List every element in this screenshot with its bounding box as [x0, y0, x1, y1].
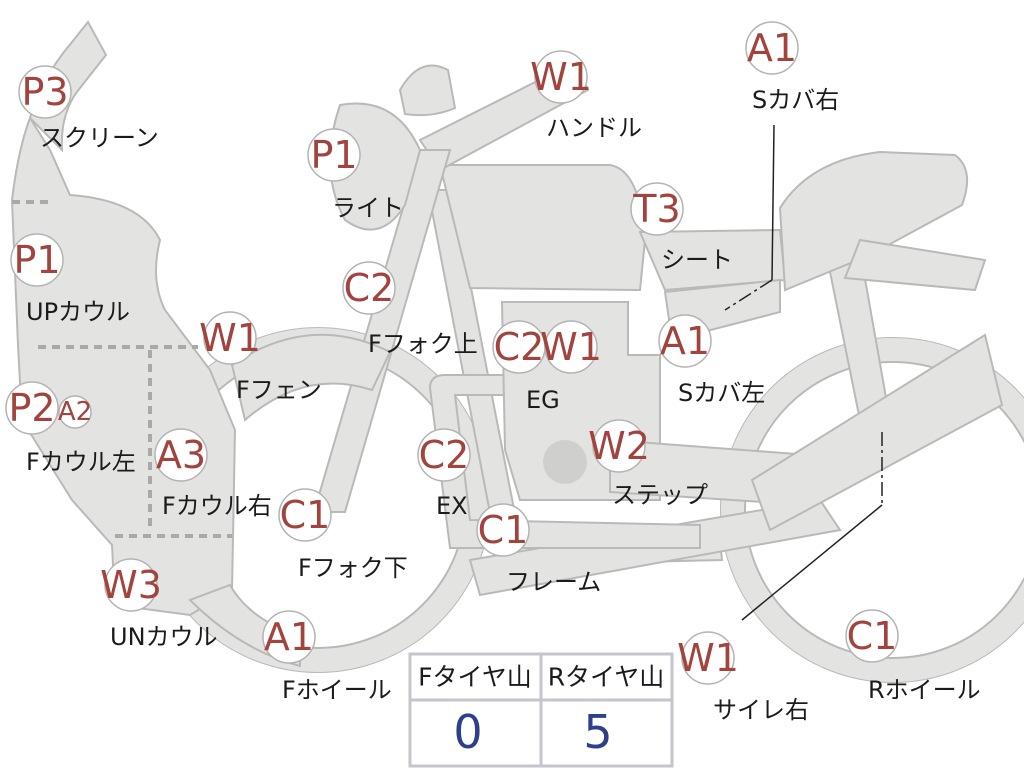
- part-code: W1: [530, 55, 592, 99]
- silencer-shape: [750, 333, 1004, 532]
- part-handle[interactable]: W1 ハンドル: [530, 50, 642, 142]
- part-code: C1: [478, 508, 529, 552]
- part-f-wheel[interactable]: A1 Fホイール: [262, 610, 392, 704]
- part-label: Rホイール: [868, 676, 981, 704]
- fairing-shape: [10, 115, 237, 617]
- part-f-cowl-right[interactable]: A3 Fカウル右: [154, 428, 272, 520]
- part-r-wheel[interactable]: C1 Rホイール: [845, 609, 981, 704]
- part-code: A1: [660, 319, 710, 363]
- part-side-cover-left[interactable]: A1 Sカバ左: [658, 314, 765, 407]
- front-tire-value[interactable]: 0: [453, 705, 482, 759]
- engine-cover-shape: [543, 440, 587, 484]
- part-label: スクリーン: [40, 124, 159, 152]
- part-label: シート: [661, 246, 733, 274]
- part-un-cowl[interactable]: W3 UNカウル: [100, 558, 218, 651]
- part-code: C2: [419, 433, 470, 477]
- part-light[interactable]: P1 ライト: [307, 128, 404, 222]
- part-up-cowl[interactable]: P1 UPカウル: [10, 233, 130, 326]
- part-code: C1: [280, 493, 331, 537]
- leader-side-cover-right-dashed: [724, 279, 773, 311]
- tire-tread-table: Fタイヤ山 Rタイヤ山 0 5: [408, 652, 674, 768]
- part-code: A3: [156, 433, 206, 477]
- part-label: Sカバ左: [678, 379, 765, 407]
- part-f-cowl-left[interactable]: P2 A2 Fカウル左: [5, 381, 136, 476]
- part-silencer-right[interactable]: W1 サイレ右: [677, 631, 809, 724]
- fork-shape: [312, 149, 452, 513]
- rear-grab-shape: [843, 238, 987, 292]
- mirror-shape: [398, 64, 457, 117]
- part-screen[interactable]: P3 スクリーン: [18, 65, 159, 152]
- part-code: W3: [100, 563, 162, 607]
- part-engine[interactable]: C2 W1 EG: [492, 320, 602, 414]
- part-step[interactable]: W2 ステップ: [588, 419, 708, 509]
- part-f-fender[interactable]: W1 Fフェン: [199, 311, 322, 404]
- part-code: C1: [847, 614, 898, 658]
- part-code-secondary: A2: [58, 397, 92, 427]
- front-fender-shape: [230, 333, 392, 422]
- part-label: Sカバ右: [752, 86, 839, 114]
- part-label: Fフォク下: [298, 554, 408, 582]
- part-label: Fフェン: [236, 376, 322, 404]
- part-label: UPカウル: [26, 298, 130, 326]
- part-label: Fカウル左: [26, 448, 136, 476]
- part-exhaust[interactable]: C2 EX: [417, 428, 471, 520]
- part-f-fork-lower[interactable]: C1 Fフォク下: [278, 488, 408, 582]
- rear-tire-header: Rタイヤ山: [548, 663, 665, 692]
- part-code: P2: [8, 386, 55, 430]
- part-code: T3: [632, 187, 680, 231]
- part-code: P1: [13, 238, 60, 282]
- rear-wheel-shape: [720, 337, 1024, 683]
- part-label: サイレ右: [713, 696, 809, 724]
- exhaust-shape: [428, 374, 701, 549]
- part-code: W1: [199, 316, 261, 360]
- part-code: A1: [264, 615, 314, 659]
- part-label: EG: [526, 386, 560, 414]
- rear-tire-value[interactable]: 5: [583, 705, 612, 759]
- part-code: W2: [588, 424, 650, 468]
- leader-silencer-right: [741, 504, 883, 621]
- part-code-secondary: W1: [540, 325, 602, 369]
- part-label: UNカウル: [110, 623, 218, 651]
- part-label: ライト: [332, 194, 404, 222]
- part-label: Fカウル右: [162, 492, 272, 520]
- part-code: C2: [344, 266, 395, 310]
- part-label: Fフォク上: [368, 330, 478, 358]
- part-label: EX: [436, 492, 468, 520]
- part-label: ハンドル: [546, 114, 642, 142]
- tail-cowl-shape: [778, 150, 969, 292]
- leader-side-cover-right: [771, 124, 775, 281]
- part-code: A1: [747, 26, 797, 70]
- part-label: フレーム: [506, 568, 601, 596]
- part-seat[interactable]: T3 シート: [630, 182, 733, 274]
- part-code: W1: [677, 636, 739, 680]
- part-code: P3: [21, 70, 68, 114]
- part-label: Fホイール: [282, 676, 392, 704]
- front-tire-header: Fタイヤ山: [418, 663, 532, 692]
- part-frame[interactable]: C1 フレーム: [476, 503, 601, 596]
- part-code: P1: [310, 133, 357, 177]
- fuel-tank-shape: [438, 164, 647, 292]
- part-f-fork-upper[interactable]: C2 Fフォク上: [342, 261, 478, 358]
- part-label: ステップ: [612, 481, 708, 509]
- part-side-cover-right[interactable]: A1 Sカバ右: [745, 21, 839, 114]
- part-code: C2: [494, 325, 545, 369]
